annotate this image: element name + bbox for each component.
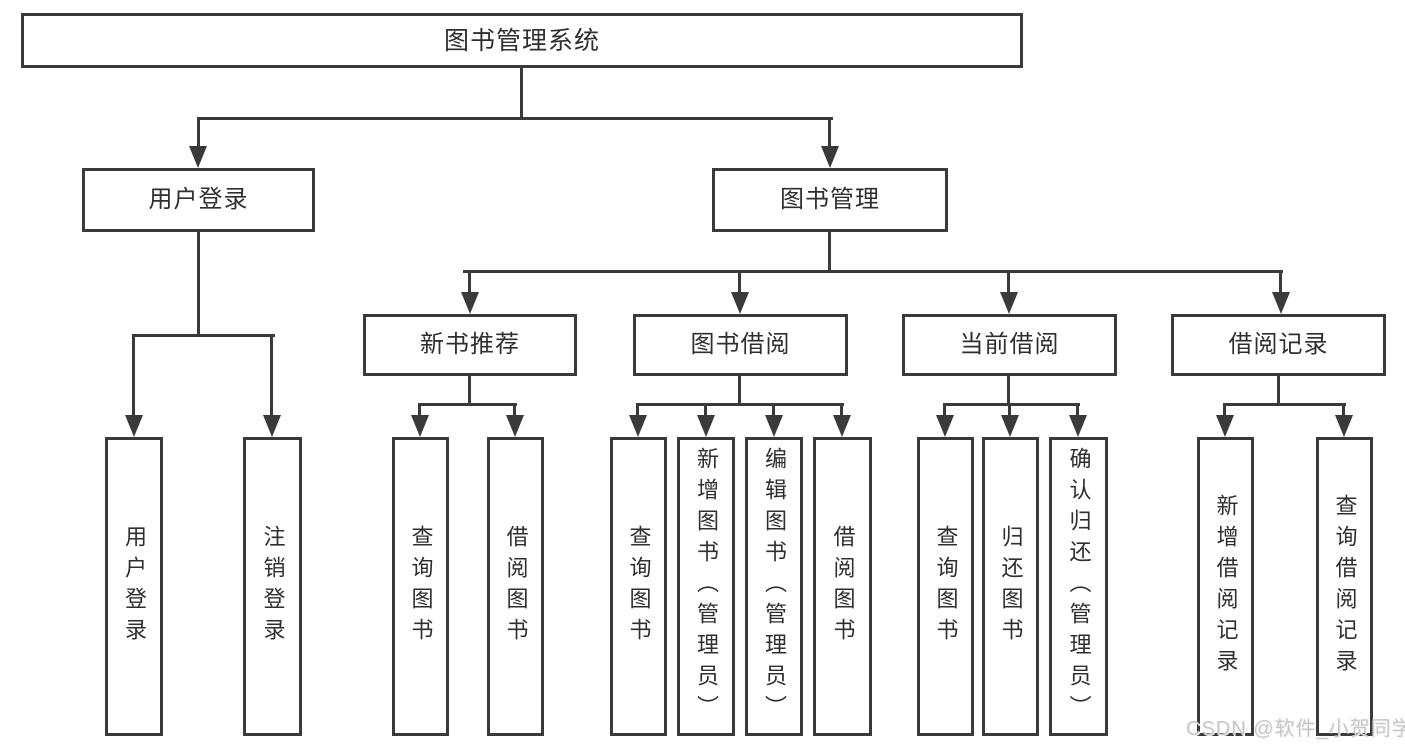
connector-line (943, 403, 946, 416)
arrowhead-icon (821, 146, 839, 168)
connector-line (1277, 376, 1280, 405)
leaf-borrow-edit-book-admin: 编辑图书（管理员） (745, 437, 803, 736)
connector-line (132, 334, 275, 337)
connector-line (772, 403, 775, 416)
node-new-book-recommend: 新书推荐 (363, 314, 577, 376)
connector-line (828, 232, 831, 272)
leaf-user-login: 用户登录 (105, 437, 163, 736)
arrowhead-icon (1001, 415, 1019, 437)
arrowhead-icon (1069, 415, 1087, 437)
leaf-records-query-record: 查询借阅记录 (1316, 437, 1373, 736)
connector-line (418, 403, 517, 406)
connector-line (1008, 403, 1011, 416)
connector-line (738, 376, 741, 405)
connector-line (636, 403, 639, 416)
connector-line (1223, 403, 1346, 406)
leaf-current-return-book: 归还图书 (982, 437, 1039, 736)
leaf-borrow-query-book: 查询图书 (610, 437, 667, 736)
connector-line (704, 403, 707, 416)
arrowhead-icon (1272, 292, 1290, 314)
connector-line (1342, 403, 1345, 416)
connector-line (1076, 403, 1079, 416)
connector-line (1223, 403, 1226, 416)
connector-line (828, 117, 831, 146)
arrowhead-icon (697, 415, 715, 437)
node-book-borrow: 图书借阅 (633, 314, 848, 376)
connector-line (513, 403, 516, 416)
connector-line (520, 68, 523, 119)
csdn-watermark: CSDN @软件_小贺同学 (1186, 718, 1405, 740)
leaf-records-add-record: 新增借阅记录 (1197, 437, 1254, 736)
arrowhead-icon (411, 415, 429, 437)
connector-line (738, 270, 741, 294)
leaf-logout: 注销登录 (243, 437, 302, 736)
connector-line (197, 117, 200, 146)
connector-line (636, 403, 844, 406)
connector-line (1007, 376, 1010, 405)
leaf-recommend-borrow-book: 借阅图书 (487, 437, 544, 736)
leaf-borrow-add-book-admin: 新增图书（管理员） (677, 437, 735, 736)
connector-line (418, 403, 421, 416)
connector-line (132, 334, 135, 415)
leaf-current-confirm-return-admin: 确认归还（管理员） (1049, 437, 1108, 736)
arrowhead-icon (461, 292, 479, 314)
connector-line (468, 270, 471, 294)
arrowhead-icon (189, 146, 207, 168)
arrowhead-icon (833, 415, 851, 437)
connector-line (1007, 270, 1010, 294)
connector-line (468, 376, 471, 405)
node-user-login: 用户登录 (82, 168, 315, 232)
leaf-borrow-borrow-book: 借阅图书 (813, 437, 872, 736)
arrowhead-icon (936, 415, 954, 437)
node-book-management: 图书管理 (712, 168, 948, 232)
arrowhead-icon (1000, 292, 1018, 314)
connector-line (270, 334, 273, 415)
connector-line (1279, 270, 1282, 294)
node-borrow-records: 借阅记录 (1171, 314, 1386, 376)
connector-line (840, 403, 843, 416)
connector-line (463, 270, 1283, 273)
arrowhead-icon (1216, 415, 1234, 437)
leaf-recommend-query-book: 查询图书 (392, 437, 449, 736)
arrowhead-icon (629, 415, 647, 437)
node-current-borrow: 当前借阅 (902, 314, 1117, 376)
arrowhead-icon (263, 415, 281, 437)
arrowhead-icon (731, 292, 749, 314)
arrowhead-icon (125, 415, 143, 437)
arrowhead-icon (506, 415, 524, 437)
leaf-current-query-book: 查询图书 (917, 437, 974, 736)
arrowhead-icon (1335, 415, 1353, 437)
connector-line (197, 232, 200, 335)
connector-line (943, 403, 1080, 406)
connector-line (197, 117, 833, 120)
node-root: 图书管理系统 (21, 13, 1023, 68)
arrowhead-icon (765, 415, 783, 437)
